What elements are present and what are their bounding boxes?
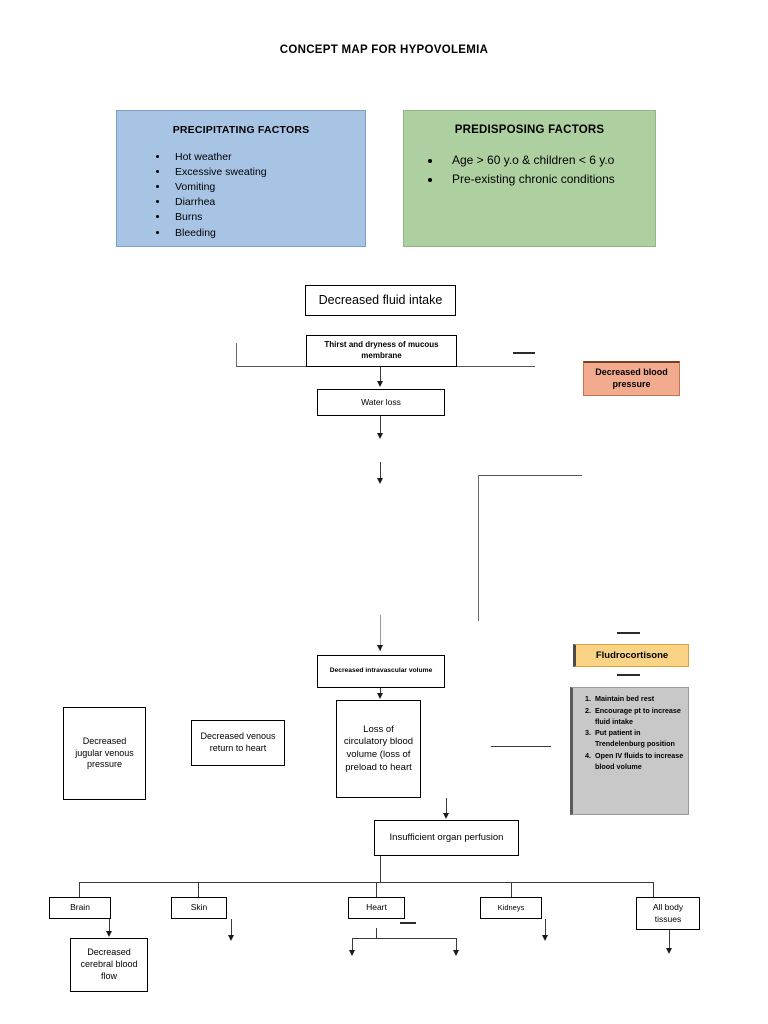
connector-left-stub bbox=[236, 343, 237, 367]
list-item: Diarrhea bbox=[169, 195, 365, 210]
connector-lshape-horizontal bbox=[478, 475, 582, 476]
connector-thirst-to-waterloss bbox=[380, 367, 382, 382]
predisposing-factors-list: Age > 60 y.o & children < 6 y.o Pre-exis… bbox=[404, 151, 655, 190]
list-item: Pre-existing chronic conditions bbox=[442, 170, 655, 189]
node-loss-circulatory-volume: Loss of circulatory blood volume (loss o… bbox=[336, 700, 421, 798]
page-title: CONCEPT MAP FOR HYPOVOLEMIA bbox=[279, 44, 489, 56]
node-organ-kidneys: Kidneys bbox=[480, 897, 542, 919]
connector-midchain-down bbox=[380, 462, 382, 479]
heart-dash bbox=[400, 922, 416, 924]
connector-circulatory-to-perfusion bbox=[446, 798, 448, 814]
node-label: Heart bbox=[366, 902, 387, 913]
node-fludrocortisone: Fludrocortisone bbox=[573, 644, 689, 667]
connector-right-dash bbox=[513, 352, 535, 354]
arrow-thirst-to-waterloss bbox=[377, 381, 383, 387]
list-item: Hot weather bbox=[169, 150, 365, 165]
connector-heart-drop bbox=[376, 928, 378, 939]
predisposing-factors-title: PREDISPOSING FACTORS bbox=[454, 124, 605, 136]
connector-alltissues-down bbox=[669, 930, 671, 949]
list-item: Encourage pt to increase fluid intake bbox=[593, 706, 688, 728]
connector-bus-to-kidneys bbox=[511, 882, 513, 897]
node-label: Water loss bbox=[361, 396, 401, 407]
connector-skin-down bbox=[231, 919, 233, 936]
precipitating-factors-title: PRECIPITATING FACTORS bbox=[172, 124, 310, 136]
fludrocortisone-top-dash bbox=[617, 632, 640, 634]
connector-bus-to-heart bbox=[376, 882, 378, 897]
node-thirst-dryness: Thirst and dryness of mucous membrane bbox=[306, 335, 457, 367]
node-water-loss: Water loss bbox=[317, 389, 445, 416]
list-item: Burns bbox=[169, 210, 365, 225]
arrow-kidneys-down bbox=[542, 935, 548, 941]
node-organ-brain: Brain bbox=[49, 897, 111, 919]
predisposing-factors-panel: PREDISPOSING FACTORS Age > 60 y.o & chil… bbox=[403, 110, 656, 247]
connector-lshape-vertical bbox=[478, 475, 479, 621]
connector-right-horizontal bbox=[455, 366, 535, 367]
connector-heart-fork-bus bbox=[352, 938, 457, 940]
connector-intravascular-to-circulatory bbox=[380, 688, 382, 694]
list-item: Bleeding bbox=[169, 226, 365, 241]
arrow-intravascular-to-circulatory bbox=[377, 693, 383, 699]
node-label: All body tissues bbox=[652, 902, 684, 924]
node-label: Insufficient organ perfusion bbox=[389, 831, 504, 843]
node-decreased-fluid-intake: Decreased fluid intake bbox=[305, 285, 456, 316]
node-decreased-intravascular-volume: Decreased intravascular volume bbox=[317, 655, 445, 688]
node-decreased-cerebral-blood-flow: Decreased cerebral blood flow bbox=[70, 938, 148, 992]
list-item: Open IV fluids to increase blood volume bbox=[593, 751, 688, 773]
node-label: Fludrocortisone bbox=[595, 650, 669, 661]
connector-organ-bus bbox=[79, 882, 654, 884]
interventions-list: Maintain bed rest Encourage pt to increa… bbox=[573, 694, 688, 773]
node-label: Kidneys bbox=[497, 903, 525, 913]
node-decreased-venous-return: Decreased venous return to heart bbox=[191, 720, 285, 766]
arrow-brain-down bbox=[106, 931, 112, 937]
node-organ-heart: Heart bbox=[348, 897, 405, 919]
node-label: Decreased jugular venous pressure bbox=[75, 735, 134, 770]
connector-bus-to-skin bbox=[198, 882, 200, 897]
connector-left-horizontal bbox=[236, 366, 308, 367]
node-label: Loss of circulatory blood volume (loss o… bbox=[343, 723, 414, 773]
connector-circulatory-to-interventions bbox=[491, 746, 551, 748]
list-item: Excessive sweating bbox=[169, 165, 365, 180]
node-label: Decreased blood pressure bbox=[595, 367, 668, 389]
arrow-midchain-down bbox=[377, 478, 383, 484]
arrow-alltissues-down bbox=[666, 948, 672, 954]
list-item: Maintain bed rest bbox=[593, 694, 688, 705]
list-item: Vomiting bbox=[169, 180, 365, 195]
node-label: Decreased fluid intake bbox=[318, 293, 443, 308]
node-label: Decreased cerebral blood flow bbox=[80, 947, 138, 981]
arrow-skin-down bbox=[228, 935, 234, 941]
node-label: Brain bbox=[70, 902, 90, 913]
connector-kidneys-down bbox=[545, 919, 547, 936]
node-decreased-jugular-venous-pressure: Decreased jugular venous pressure bbox=[63, 707, 146, 800]
node-label: Decreased venous return to heart bbox=[200, 731, 276, 753]
list-item: Put patient in Trendelenburg position bbox=[593, 728, 688, 750]
connector-brain-down bbox=[109, 919, 111, 932]
arrow-long-descent bbox=[377, 645, 383, 651]
connector-bus-to-alltissues bbox=[653, 882, 655, 897]
fludrocortisone-bottom-dash bbox=[617, 674, 640, 676]
connector-heart-fork-right bbox=[456, 938, 458, 951]
connector-bus-to-brain bbox=[79, 882, 81, 897]
precipitating-factors-list: Hot weather Excessive sweating Vomiting … bbox=[117, 150, 365, 241]
node-label: Skin bbox=[190, 902, 208, 913]
connector-heart-fork-left bbox=[352, 938, 354, 951]
arrow-circulatory-to-perfusion bbox=[443, 813, 449, 819]
node-label: Thirst and dryness of mucous membrane bbox=[324, 340, 439, 360]
node-organ-all-body-tissues: All body tissues bbox=[636, 897, 700, 930]
list-item: Age > 60 y.o & children < 6 y.o bbox=[442, 151, 655, 170]
connector-waterloss-down bbox=[380, 416, 382, 434]
connector-perfusion-drop bbox=[380, 856, 382, 883]
precipitating-factors-panel: PRECIPITATING FACTORS Hot weather Excess… bbox=[116, 110, 366, 247]
arrow-waterloss-down bbox=[377, 433, 383, 439]
arrow-heart-fork-left bbox=[349, 950, 355, 956]
node-label: Decreased intravascular volume bbox=[329, 667, 433, 675]
node-organ-skin: Skin bbox=[171, 897, 227, 919]
node-insufficient-organ-perfusion: Insufficient organ perfusion bbox=[374, 820, 519, 856]
node-decreased-blood-pressure: Decreased blood pressure bbox=[583, 361, 680, 396]
interventions-panel: Maintain bed rest Encourage pt to increa… bbox=[570, 687, 689, 815]
connector-long-descent bbox=[380, 615, 381, 651]
arrow-heart-fork-right bbox=[453, 950, 459, 956]
